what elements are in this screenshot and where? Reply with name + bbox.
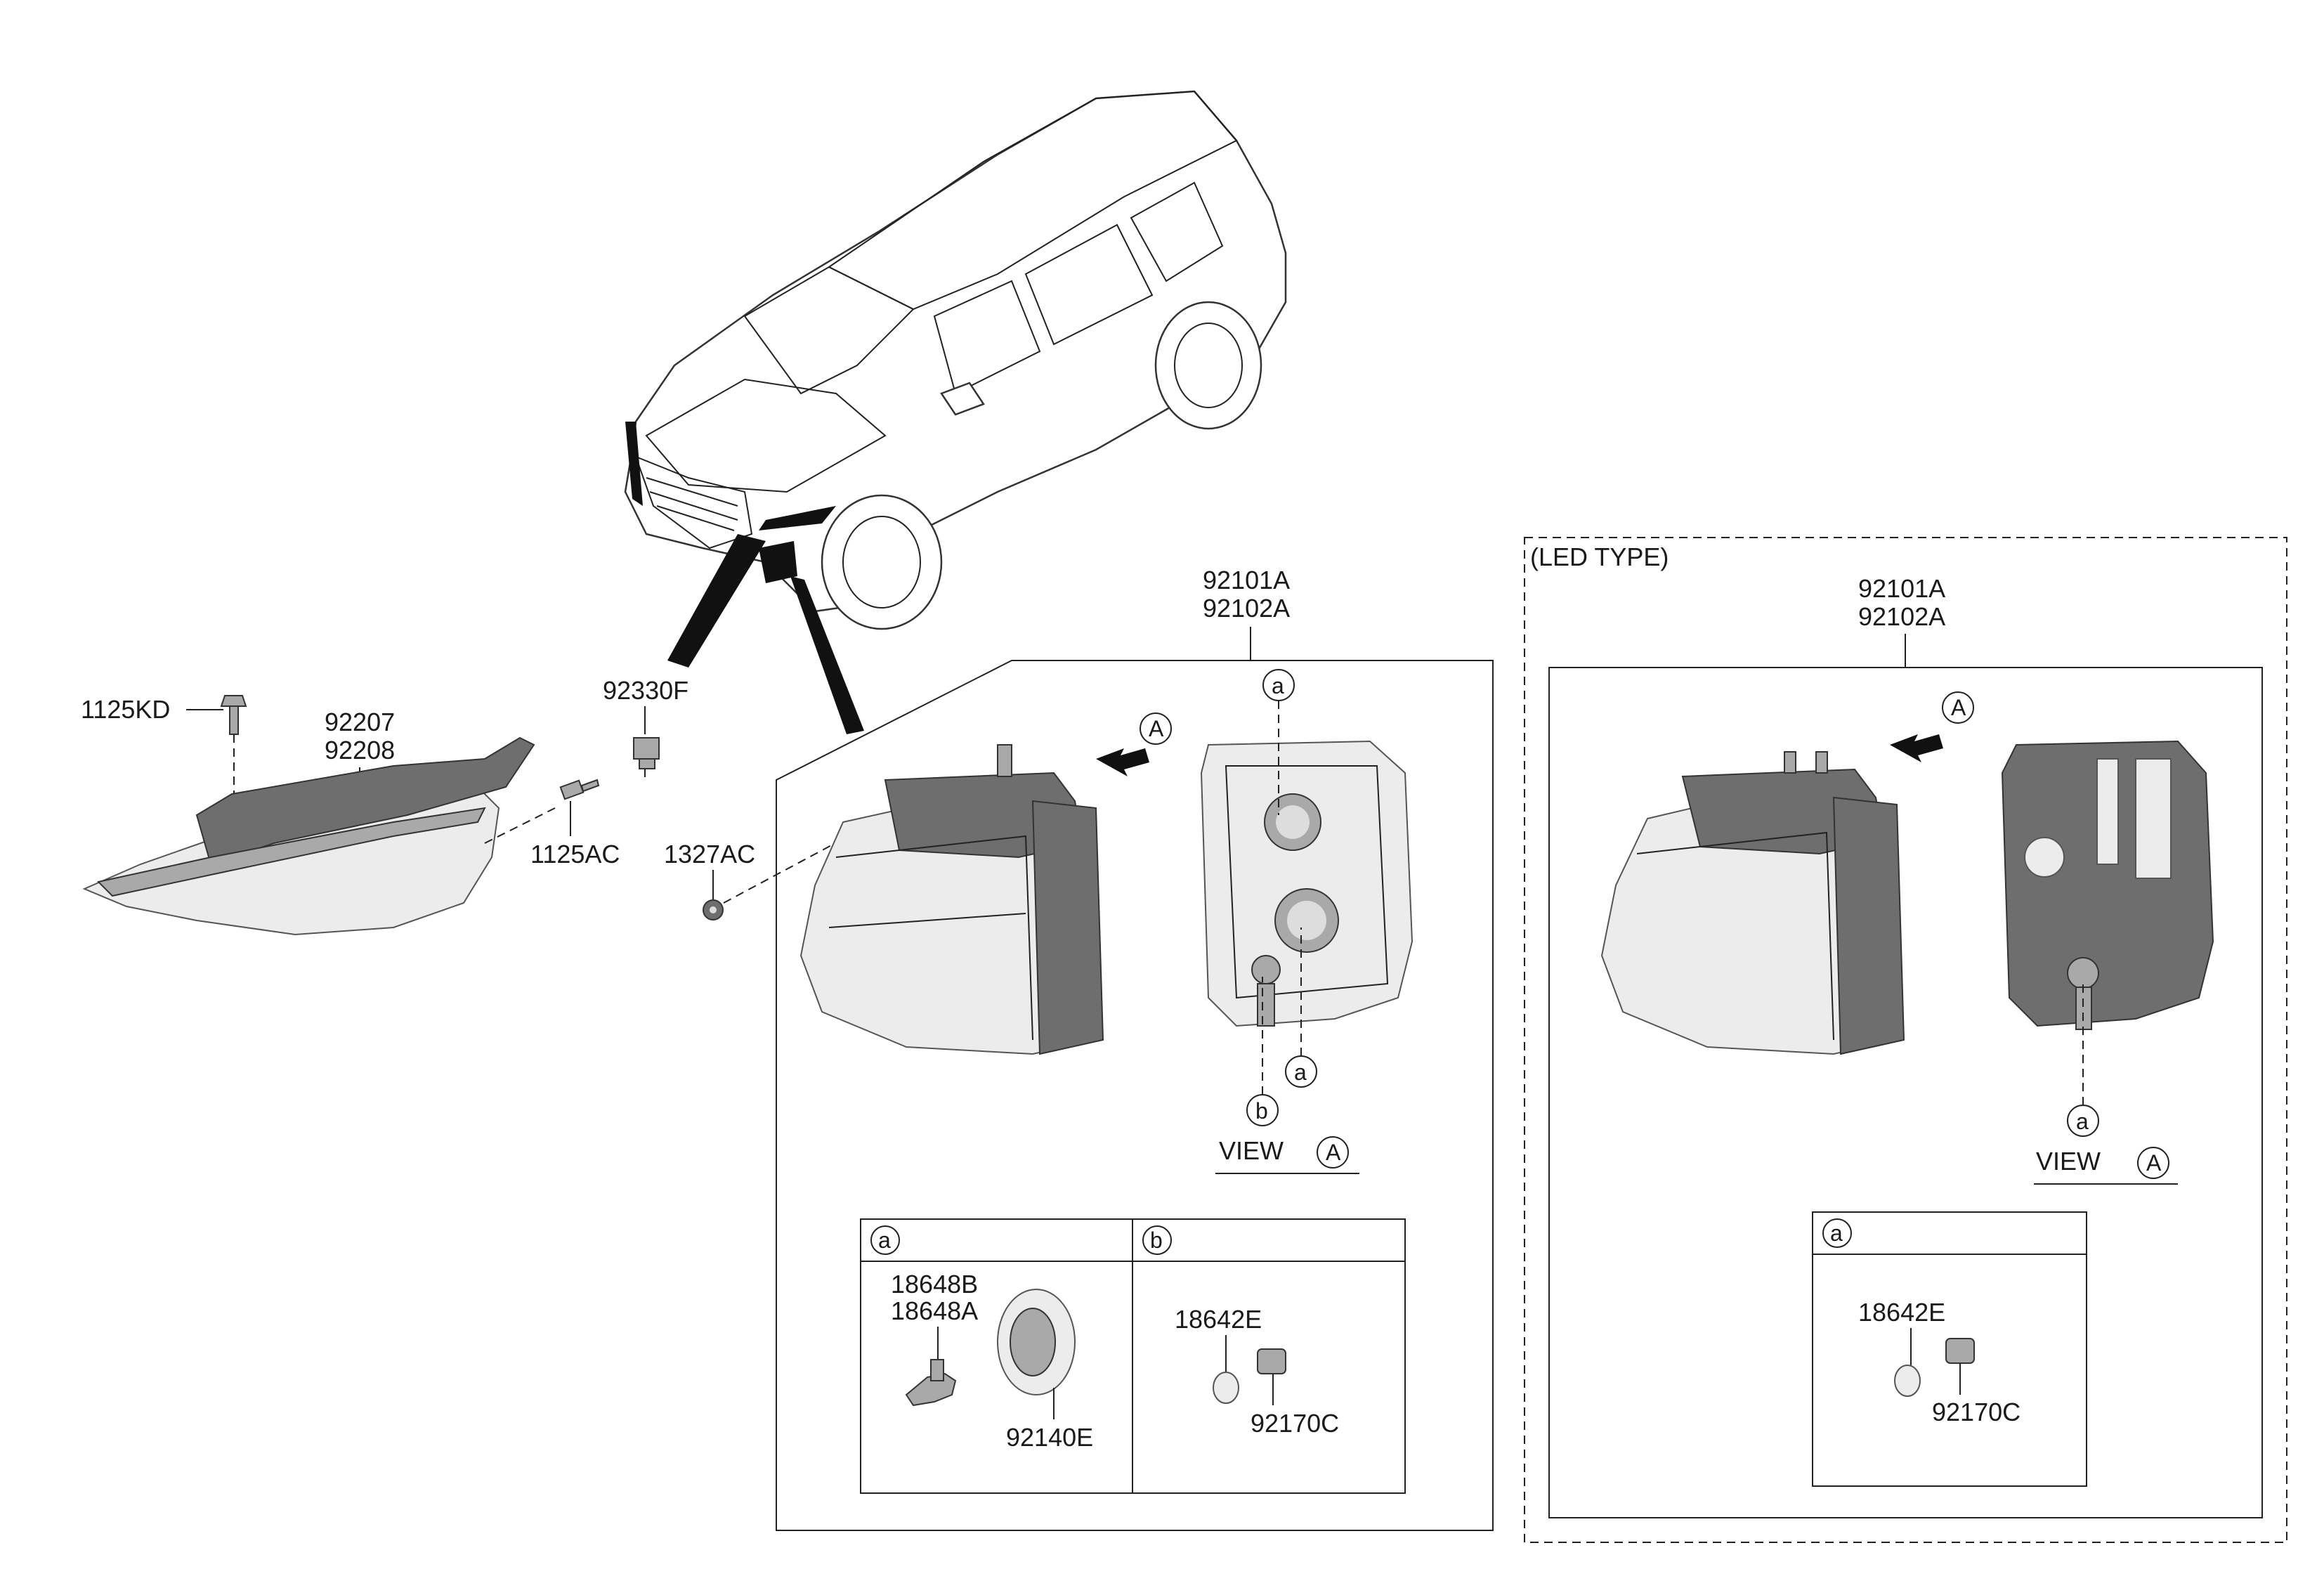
led-view-ref-circle bbox=[1942, 691, 1974, 724]
position-lamp-socket bbox=[1251, 955, 1281, 984]
table-marker-b-text: b bbox=[1150, 1228, 1163, 1253]
led-panel: (LED TYPE) 92101A 92102A A a bbox=[1524, 537, 2287, 1543]
label-92140e: 92140E bbox=[1006, 1423, 1093, 1452]
led-socket-92170c bbox=[1945, 1338, 1975, 1364]
led-panel-title: (LED TYPE) bbox=[1530, 542, 1669, 571]
marker-a-bottom-text: a bbox=[1294, 1060, 1307, 1085]
label-92208: 92208 bbox=[325, 736, 395, 764]
bracket-assembly: 1125KD 92207 92208 bbox=[81, 695, 556, 936]
socket-92170c bbox=[1257, 1348, 1286, 1374]
bulb-18642e bbox=[1213, 1372, 1239, 1404]
led-panel-frame bbox=[1524, 537, 2287, 1543]
halogen-panel: 92101A 92102A A a bbox=[776, 566, 1494, 1531]
bolt-1125kd bbox=[220, 695, 247, 815]
led-bulb-table: a 18642E 92170C bbox=[1812, 1211, 2087, 1487]
led-table-marker-a bbox=[1822, 1218, 1852, 1248]
led-view-direction-arrow bbox=[1890, 734, 1943, 762]
label-1125kd: 1125KD bbox=[81, 695, 170, 724]
led-marker-a-text: a bbox=[2076, 1109, 2089, 1134]
led-view-letter: A bbox=[2146, 1150, 2162, 1176]
view-letter: A bbox=[1326, 1140, 1341, 1165]
headlamp-lower bbox=[759, 541, 797, 583]
led-view-letter-circle bbox=[2137, 1147, 2169, 1179]
led-position-socket bbox=[2067, 957, 2099, 989]
label-92207: 92207 bbox=[325, 708, 395, 736]
label-92170c-b: 92170C bbox=[1251, 1409, 1339, 1438]
view-ref-letter: A bbox=[1149, 716, 1164, 741]
label-18648a: 18648A bbox=[891, 1296, 978, 1325]
nut-1327ac bbox=[703, 899, 724, 920]
led-view-label: VIEW bbox=[2036, 1147, 2101, 1176]
view-label: VIEW bbox=[1219, 1136, 1284, 1165]
led-inner-frame bbox=[1548, 667, 2263, 1518]
halogen-bulb-18648 bbox=[905, 1359, 957, 1407]
table-marker-b bbox=[1142, 1225, 1172, 1255]
label-1327ac: 1327AC bbox=[664, 840, 755, 868]
led-view-ref-letter: A bbox=[1951, 695, 1966, 720]
label-92330f: 92330F bbox=[603, 676, 688, 705]
view-direction-arrow bbox=[1096, 748, 1149, 776]
halogen-part-upper: 92101A bbox=[1203, 566, 1290, 594]
headlamp-unit-halogen bbox=[799, 744, 1104, 1055]
headlamp-strip bbox=[759, 506, 836, 531]
front-wheel bbox=[821, 494, 943, 630]
label-1125ac: 1125AC bbox=[530, 840, 620, 868]
halogen-bulb-table: a b 18648B 18648A 92140E 18642E bbox=[860, 1218, 1406, 1494]
screw-1125ac bbox=[559, 779, 600, 836]
housing-rear-view-led bbox=[2001, 740, 2214, 1030]
marker-a-top-text: a bbox=[1272, 673, 1284, 698]
table-marker-a bbox=[870, 1225, 900, 1255]
halogen-part-lower: 92102A bbox=[1203, 594, 1290, 623]
dust-cap-92140e bbox=[997, 1289, 1076, 1395]
led-bulb-18642e bbox=[1894, 1365, 1921, 1397]
led-label-18642e: 18642E bbox=[1858, 1298, 1945, 1327]
halogen-panel-frame bbox=[776, 660, 1494, 1531]
led-table-marker-a-text: a bbox=[1830, 1221, 1843, 1246]
led-part-upper: 92101A bbox=[1858, 574, 1945, 603]
table-marker-a-text: a bbox=[878, 1228, 891, 1253]
rear-wheel bbox=[1154, 301, 1262, 430]
connector-92330f bbox=[633, 737, 660, 769]
view-letter-circle bbox=[1317, 1136, 1349, 1169]
marker-b-text: b bbox=[1255, 1098, 1268, 1124]
housing-rear-view-halogen bbox=[1200, 740, 1414, 1027]
label-18642e-b: 18642E bbox=[1175, 1305, 1262, 1334]
label-18648b: 18648B bbox=[891, 1270, 978, 1299]
leader-swoosh-left bbox=[667, 534, 766, 668]
led-label-92170c: 92170C bbox=[1932, 1398, 2021, 1426]
led-part-lower: 92102A bbox=[1858, 602, 1945, 631]
headlamp-unit-led bbox=[1600, 751, 1905, 1055]
view-ref-circle bbox=[1140, 712, 1172, 745]
vehicle-illustration bbox=[624, 90, 1287, 734]
side-mirror bbox=[940, 382, 985, 416]
leader-swoosh-right bbox=[790, 576, 864, 734]
